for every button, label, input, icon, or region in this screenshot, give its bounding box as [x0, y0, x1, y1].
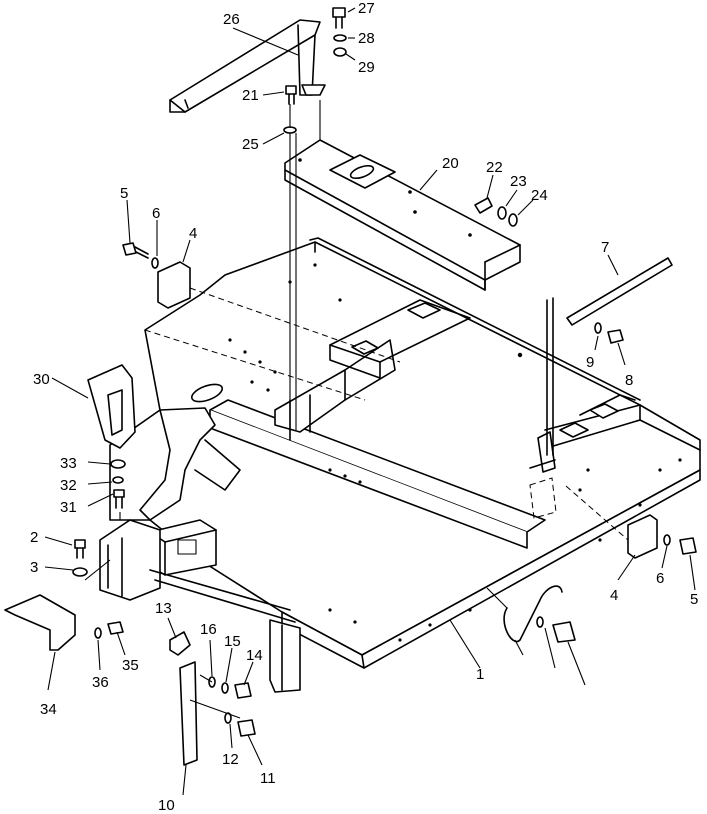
- callout-30: 33: [60, 455, 77, 472]
- callout-22: 25: [242, 136, 259, 153]
- top-stay-bracket: [169, 19, 326, 113]
- callout-9: 9: [586, 354, 594, 371]
- callout-3: 3: [30, 559, 38, 576]
- callout-26: 29: [358, 59, 375, 76]
- callout-27: 30: [33, 371, 50, 388]
- callout-33: 36: [92, 674, 109, 691]
- callout-12: 12: [222, 751, 239, 768]
- callout-4-lower: 4: [610, 587, 618, 604]
- callout-2: 2: [30, 529, 38, 546]
- callout-10: 10: [158, 797, 175, 814]
- callout-13: 13: [155, 600, 172, 617]
- callout-20: 23: [510, 173, 527, 190]
- callout-16: 16: [200, 621, 217, 638]
- callout-11: 11: [260, 770, 276, 787]
- callout-21: 24: [531, 187, 548, 204]
- callout-5-upper: 5: [120, 185, 128, 202]
- callout-5-lower: 5: [690, 591, 698, 608]
- callout-6-upper: 6: [152, 205, 160, 222]
- callout-labels: 26 27 28 29 21 25 20 22 23 24 5 6 4 7 9 …: [30, 0, 698, 814]
- callout-32: 35: [122, 657, 139, 674]
- callout-24: 27: [358, 0, 375, 17]
- callout-leaders: [44, 7, 696, 796]
- main-frame: [99, 237, 701, 693]
- callout-1: 1: [476, 666, 484, 683]
- callout-8: 8: [625, 372, 633, 389]
- callout-29: 32: [60, 477, 77, 494]
- callout-23: 26: [223, 11, 240, 28]
- callout-6-lower: 6: [656, 570, 664, 587]
- callout-19: 22: [486, 159, 503, 176]
- callout-15: 15: [224, 633, 241, 650]
- alignment-lines: [84, 100, 629, 719]
- callout-7: 7: [601, 239, 609, 256]
- callout-14: 14: [246, 647, 263, 664]
- callout-28: 31: [60, 499, 77, 516]
- callout-17: 20: [442, 155, 459, 172]
- upper-cross-beam: [284, 139, 521, 291]
- callout-18: 21: [242, 87, 259, 104]
- callout-31: 34: [40, 701, 57, 718]
- callout-25: 28: [358, 30, 375, 47]
- callout-4-upper: 4: [189, 225, 197, 242]
- hardware: [4, 7, 697, 766]
